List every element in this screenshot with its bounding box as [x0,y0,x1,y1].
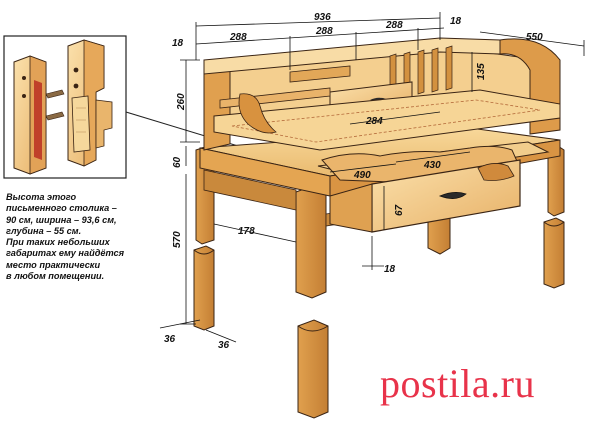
dim-bottom-thickness: 18 [384,264,396,275]
detail-mortise [34,80,42,160]
dim-side-thickness-right: 18 [450,16,462,27]
caption-line: место практически [6,259,101,270]
dim-depth: 550 [526,32,543,43]
dimension-labels: 936 18 288 288 288 18 550 260 135 284 49… [164,12,543,351]
leg-front-left [295,185,327,299]
dim-leg-size-b: 36 [218,340,230,351]
caption-line: письменного столика – [6,203,117,214]
caption-line: Высота этого [6,192,77,202]
upper-shelf-mid [289,65,351,83]
dim-drawer-depth: 490 [353,170,371,181]
detail-dowel-1 [45,89,65,99]
detail-dowel-2 [45,111,65,121]
leg-front-left-lower [297,319,329,419]
caption-line: 90 см, ширина – 93,6 см, [6,214,117,225]
dim-drawer-width: 430 [423,160,441,171]
dim-apron-height: 60 [172,156,183,168]
dim-section-mid: 288 [315,26,333,37]
dim-inner-width: 284 [365,116,383,127]
drawer-handle [438,192,467,199]
desk-superstructure [203,37,561,151]
description-caption: Высота этого письменного столика – 90 см… [6,192,176,282]
drawer-side [329,183,373,233]
dim-leg-height: 570 [172,231,183,248]
caption-line: габаритах ему найдётся [6,248,125,259]
dim-side-thickness: 18 [172,38,184,49]
inlay-border [231,99,541,143]
dim-leg-size-a: 36 [164,334,176,345]
dim-total-width: 936 [314,12,331,23]
dim-section-left: 288 [229,32,247,43]
caption-line: При таких небольших [6,237,110,248]
leg-rear-right-lower [543,217,565,289]
detail-tenon [95,99,113,149]
caption-line: в любом помещении. [6,271,105,282]
dimension-lines [159,12,585,343]
caption-line: глубина – 55 см. [6,225,82,236]
dim-leg-offset: 178 [238,226,255,237]
watermark-text: postila.ru [380,361,535,406]
front-drawer [317,141,550,233]
dim-height-upper: 260 [176,93,187,111]
dim-section-right: 288 [385,20,403,31]
rail-side [203,169,297,211]
dim-shelf-height: 135 [476,63,487,80]
joint-detail-inset [3,35,239,179]
dim-drawer-height: 67 [394,204,405,216]
writing-surface [213,89,561,151]
leg-rear-left-lower [193,245,215,331]
